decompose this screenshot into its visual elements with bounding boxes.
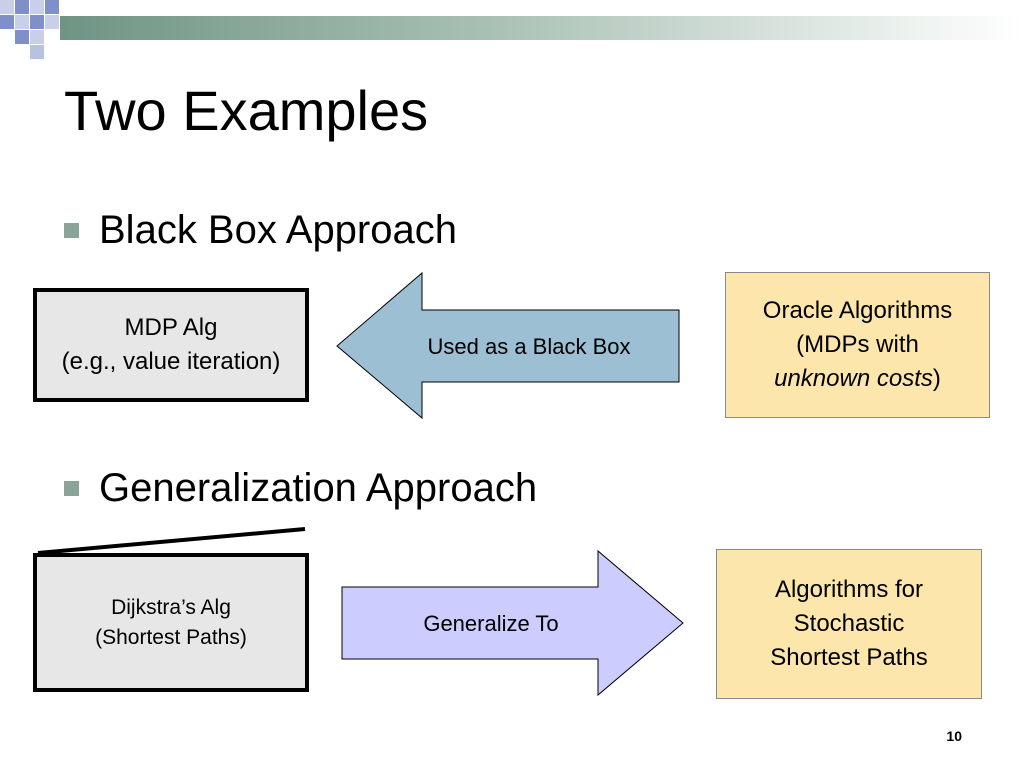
box-line: unknown costs) — [774, 362, 941, 396]
box-line: Oracle Algorithms — [762, 297, 953, 324]
box-line: Stochastic — [793, 610, 905, 637]
box-line: (e.g., value iteration) — [61, 348, 281, 375]
italic-text: unknown costs — [774, 365, 933, 392]
header-band — [0, 0, 1024, 59]
arrow-label-generalize-to: Generalize To — [423, 611, 559, 636]
bullet-square-icon — [64, 481, 79, 496]
bullet-text: Generalization Approach — [99, 466, 538, 510]
box-line: (Shortest Paths) — [95, 625, 247, 649]
box-line: Algorithms for — [774, 576, 924, 603]
box-line: Dijkstra’s Alg — [111, 595, 231, 619]
mdp-alg-box: MDP Alg (e.g., value iteration) — [33, 288, 309, 402]
arrow-label-used-as-black-box: Used as a Black Box — [427, 334, 631, 359]
stochastic-shortest-paths-box: Algorithms for Stochastic Shortest Paths — [716, 549, 982, 699]
box-line: MDP Alg — [124, 314, 218, 341]
paren-text: ) — [932, 365, 941, 392]
divider-slant-line — [37, 527, 306, 555]
bullet-generalization-approach: Generalization Approach — [64, 466, 537, 511]
bullet-text: Black Box Approach — [99, 208, 457, 252]
right-arrow-shape — [341, 549, 684, 697]
slide-title: Two Examples — [64, 79, 429, 142]
bullet-black-box-approach: Black Box Approach — [64, 208, 457, 253]
box-line: (MDPs with — [796, 331, 919, 358]
page-number: 10 — [946, 728, 962, 744]
left-arrow-shape — [336, 271, 680, 420]
logo-squares-icon — [0, 0, 59, 59]
dijkstra-alg-box: Dijkstra’s Alg (Shortest Paths) — [33, 553, 309, 692]
box-line: Shortest Paths — [770, 644, 928, 671]
bullet-square-icon — [64, 223, 79, 238]
oracle-algorithms-box: Oracle Algorithms (MDPs with unknown cos… — [725, 272, 990, 418]
